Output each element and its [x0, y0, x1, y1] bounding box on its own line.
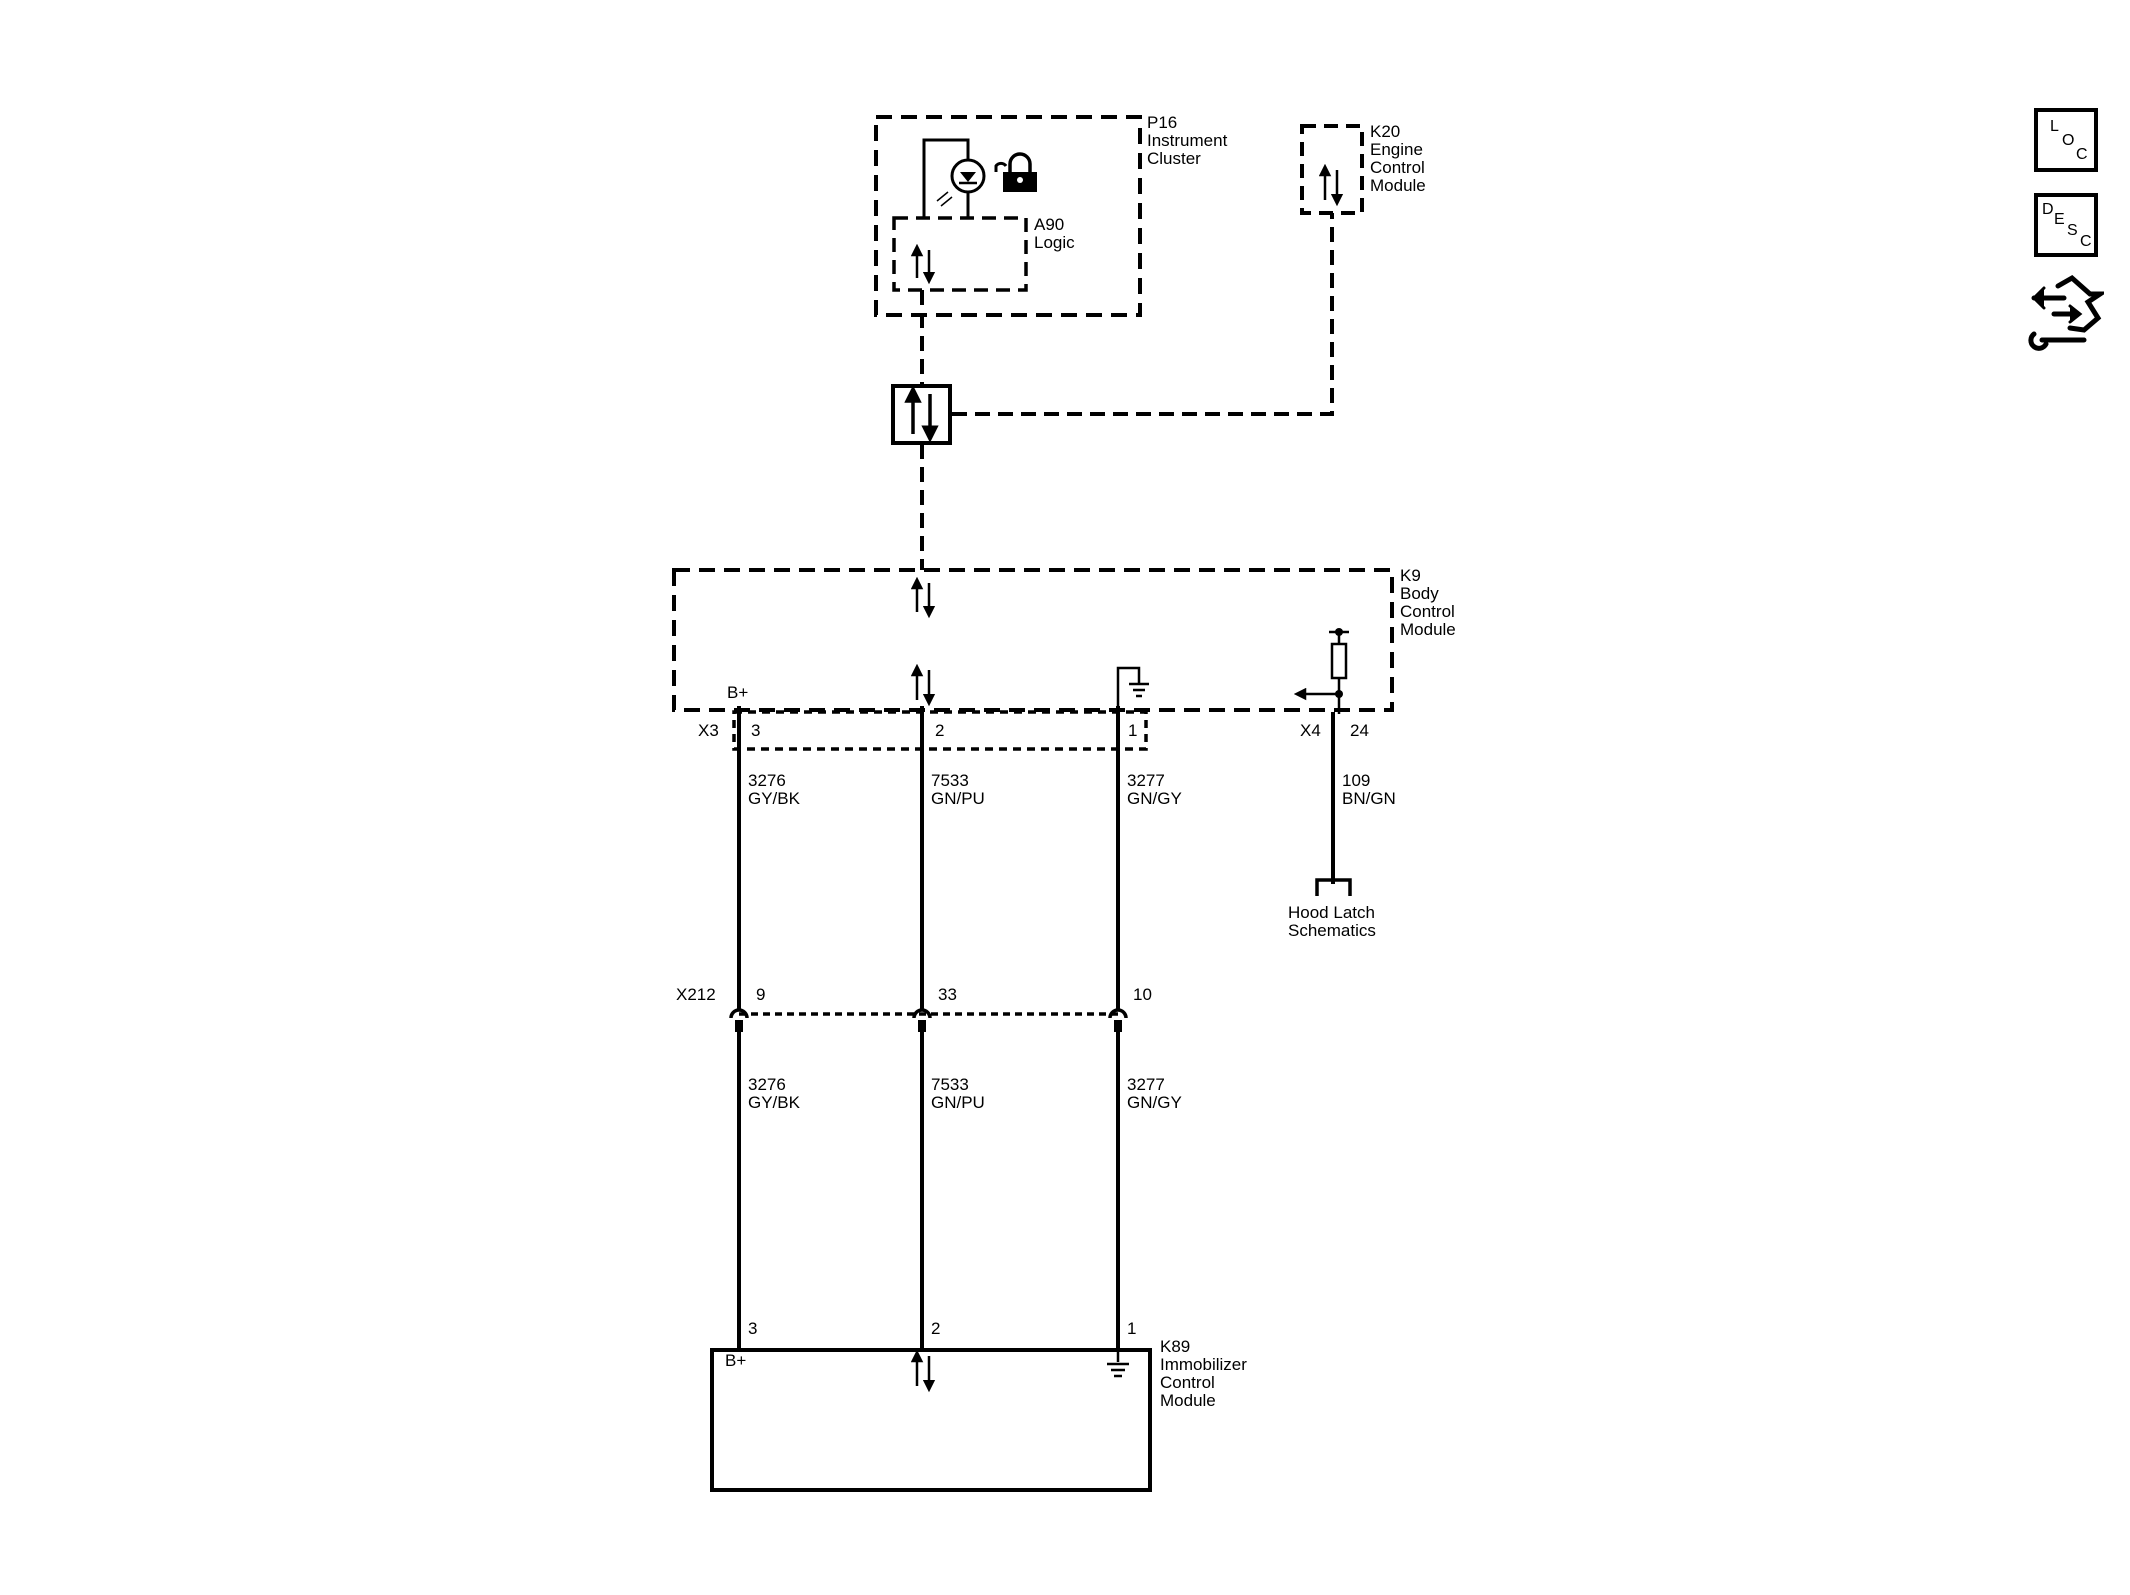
k20-engine-control-module-box[interactable] [1300, 124, 1364, 215]
x212-pin-33: 33 [938, 985, 957, 1004]
k89-serial-data-icon [910, 1349, 936, 1393]
x212-pin-10: 10 [1133, 985, 1152, 1004]
k20-ref-label: K20 [1370, 122, 1400, 141]
wire-3277-upper-circuit: 3277 [1127, 771, 1165, 790]
hood-latch-ref-line1[interactable]: Hood Latch [1288, 903, 1375, 922]
description-letter-e: E [2054, 211, 2065, 228]
k9-bplus-label: B+ [727, 683, 748, 702]
k9-name-line3: Module [1400, 620, 1456, 639]
wire-3277-upper-color: GN/GY [1127, 789, 1182, 808]
k9-pullup-resistor-icon [1293, 628, 1349, 714]
location-button[interactable]: L O C [2034, 108, 2098, 172]
a90-ref-label: A90 [1034, 215, 1064, 234]
wire-7533-lower-circuit: 7533 [931, 1075, 969, 1094]
description-letter-s: S [2067, 222, 2078, 239]
wire-7533-upper-color: GN/PU [931, 789, 985, 808]
k9-ref-label: K9 [1400, 566, 1421, 585]
x3-pin-3: 3 [751, 721, 760, 740]
wire-3276-upper-color: GY/BK [748, 789, 801, 808]
k9-name-line2: Control [1400, 602, 1455, 621]
k20-name-line3: Module [1370, 176, 1426, 195]
k89-name-line2: Control [1160, 1373, 1215, 1392]
x212-connector-label: X212 [676, 985, 716, 1004]
hood-latch-reference-icon[interactable] [1315, 878, 1352, 896]
security-indicator-lamp-icon [922, 138, 986, 218]
k89-name-line3: Module [1160, 1391, 1216, 1410]
x3-pin-1: 1 [1128, 721, 1137, 740]
k89-pin-2: 2 [931, 1319, 940, 1338]
k89-immobilizer-control-module-box[interactable] [710, 1348, 1152, 1492]
location-letter-o: O [2062, 132, 2075, 149]
k9-body-control-module-box[interactable] [672, 568, 1394, 712]
a90-name-label: Logic [1034, 233, 1075, 252]
wire-109-circuit: 109 [1342, 771, 1370, 790]
k89-ref-label: K89 [1160, 1337, 1190, 1356]
k89-ground-icon [1107, 1352, 1129, 1378]
k89-pin-3: 3 [748, 1319, 757, 1338]
wire-3277-lower-circuit: 3277 [1127, 1075, 1165, 1094]
description-letter-c: C [2080, 233, 2092, 250]
x212-terminals [729, 1008, 1128, 1032]
wire-3277-lower-color: GN/GY [1127, 1093, 1182, 1112]
p16-ref-label: P16 [1147, 113, 1177, 132]
hood-latch-ref-line2[interactable]: Schematics [1288, 921, 1376, 940]
connector-wrench-icon[interactable] [2028, 272, 2104, 358]
x3-connector-label: X3 [698, 721, 719, 740]
description-letter-d: D [2042, 201, 2054, 218]
k9-name-line1: Body [1400, 584, 1439, 603]
k89-pin-1: 1 [1127, 1319, 1136, 1338]
wire-3276-lower-circuit: 3276 [748, 1075, 786, 1094]
k20-serial-data-icon [1318, 163, 1344, 207]
x3-pin-2: 2 [935, 721, 944, 740]
location-letter-l: L [2050, 118, 2059, 135]
a90-logic-box[interactable] [892, 216, 1028, 292]
p16-name-line2: Cluster [1147, 149, 1201, 168]
k9-serial-data-icon-lower [910, 663, 936, 707]
padlock-icon [994, 152, 1037, 192]
k89-bplus-label: B+ [725, 1351, 746, 1370]
k9-ground-icon [1116, 666, 1149, 712]
serial-data-bus-lines [920, 213, 1334, 570]
wire-7533-upper-circuit: 7533 [931, 771, 969, 790]
wire-3276-lower-color: GY/BK [748, 1093, 801, 1112]
x4-connector-label: X4 [1300, 721, 1321, 740]
location-letter-c: C [2076, 146, 2088, 163]
k20-name-line1: Engine [1370, 140, 1423, 159]
p16-instrument-cluster-box[interactable] [874, 115, 1142, 317]
k20-name-line2: Control [1370, 158, 1425, 177]
description-button[interactable]: D E S C [2034, 193, 2098, 257]
k89-name-line1: Immobilizer [1160, 1355, 1247, 1374]
a90-serial-data-icon [910, 243, 936, 285]
wire-109-color: BN/GN [1342, 789, 1396, 808]
wire-3276-upper-circuit: 3276 [748, 771, 786, 790]
p16-name-line1: Instrument [1147, 131, 1228, 150]
wires [737, 706, 1335, 1352]
serial-data-splice-icon[interactable] [891, 384, 952, 445]
x212-pin-9: 9 [756, 985, 765, 1004]
wire-7533-lower-color: GN/PU [931, 1093, 985, 1112]
x4-pin-24: 24 [1350, 721, 1369, 740]
k9-serial-data-icon-upper [910, 576, 936, 619]
